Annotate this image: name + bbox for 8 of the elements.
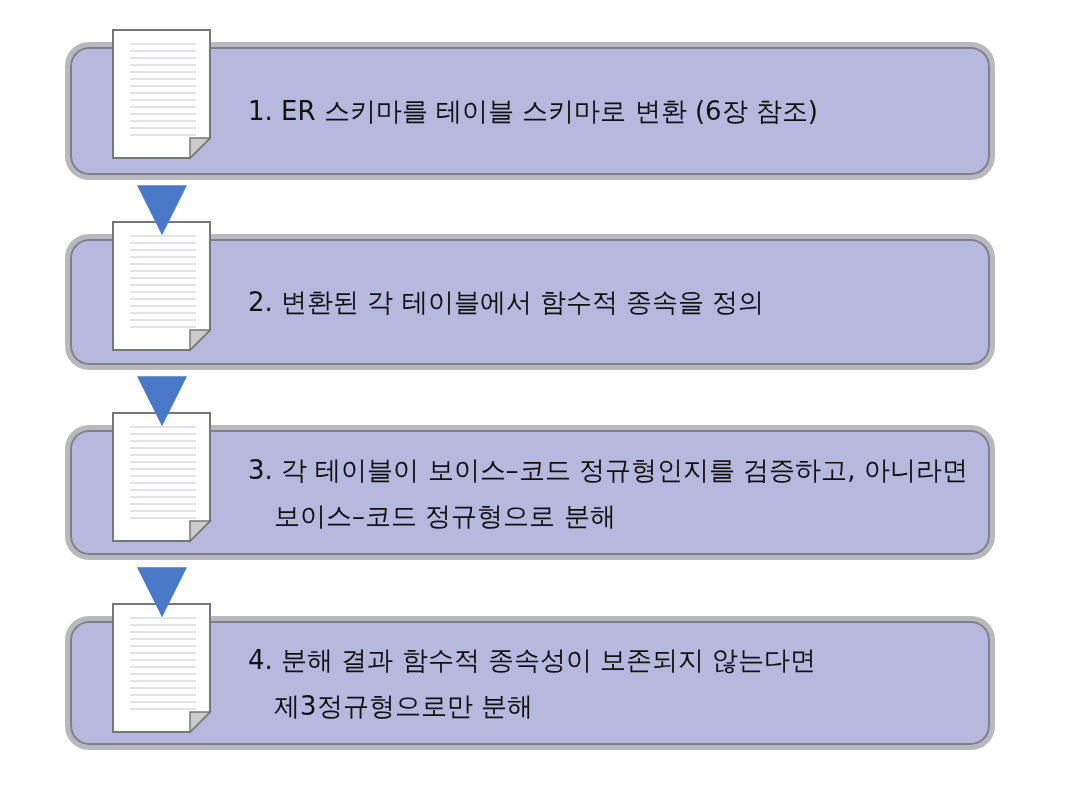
step-box [65, 616, 995, 750]
step-text: 3. 각 테이블이 보이스–코드 정규형인지를 검증하고, 아니라면 보이스–코드 정규형으로 분해 [248, 453, 969, 533]
step-box [65, 425, 995, 560]
step-text: 2. 변환된 각 테이블에서 함수적 종속을 정의 [248, 286, 766, 319]
step-box [65, 42, 995, 180]
step-text: 4. 분해 결과 함수적 종속성이 보존되지 않는다면 제3정규형으로만 분해 [248, 644, 818, 723]
step-box [65, 234, 995, 370]
step-text: 1. ER 스키마를 테이블 스키마로 변환 (6장 참조) [248, 95, 819, 128]
